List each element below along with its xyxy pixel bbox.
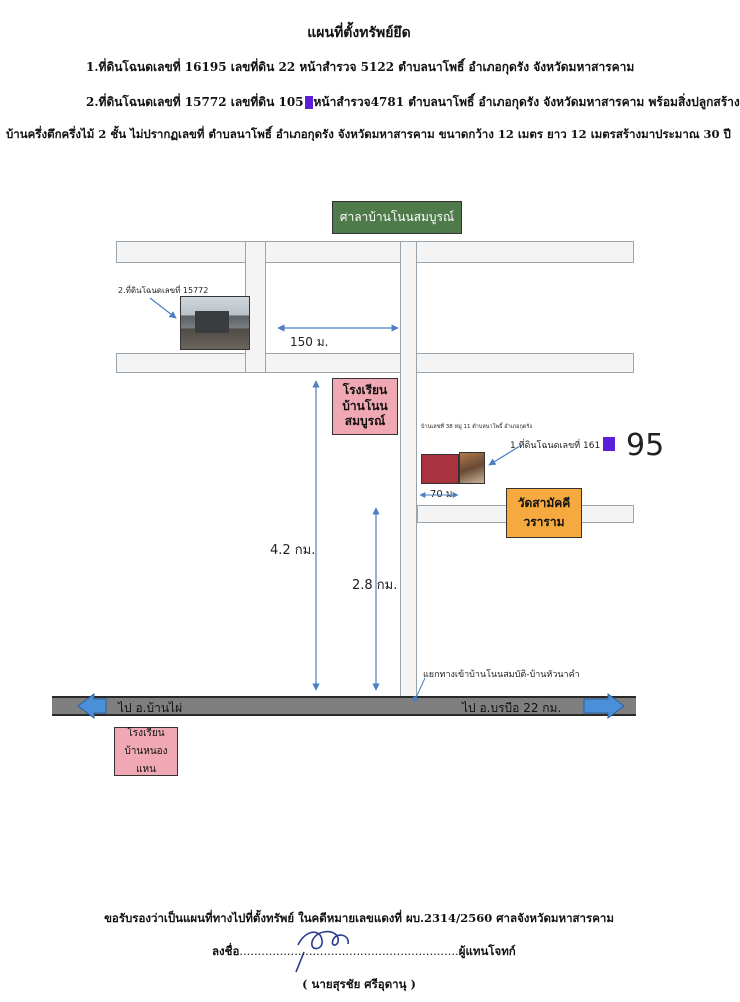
- redaction-mark: [304, 96, 313, 109]
- header-line-1: 1.ที่ดินโฉนดเลขที่ 16195 เลขที่ดิน 22 หน…: [86, 60, 635, 74]
- highway: [52, 696, 636, 716]
- redaction-mark: [603, 437, 615, 451]
- parcel1-label: 1.ที่ดินโฉนดเลขที่ 161: [510, 441, 601, 451]
- school-label: โรงเรียน บ้านโนน สมบูรณ์: [342, 383, 388, 429]
- school2-building: โรงเรียน บ้านหนองแหน: [114, 727, 178, 776]
- school2-label: โรงเรียน บ้านหนองแหน: [124, 727, 168, 775]
- distance-4-2km: 4.2 กม.: [270, 543, 316, 558]
- header-line-2-part-b: หน้าสำรวจ4781 ตำบลนาโพธิ์ อำเภอกุดรัง จั…: [313, 95, 740, 109]
- house-photo: [459, 452, 485, 484]
- parcel2-photo: [180, 296, 250, 350]
- header-line-2-part-a: 2.ที่ดินโฉนดเลขที่ 15772 เลขที่ดิน 105: [86, 95, 304, 109]
- page-title: แผนที่ตั้งทรัพย์ยึด: [307, 25, 411, 41]
- school-building: โรงเรียน บ้านโนน สมบูรณ์: [332, 378, 398, 435]
- signer-name: ( นายสุรชัย ศรีอุดานุ ): [302, 977, 416, 991]
- sign-suffix: ผู้แทนโจทก์: [458, 944, 516, 958]
- parcel1-pointer: [488, 445, 521, 466]
- sign-prefix: ลงชื่อ: [212, 944, 240, 958]
- hall-building: ศาลาบ้านโนนสมบูรณ์: [332, 201, 462, 234]
- header-line-3: บ้านครึ่งตึกครึ่งไม้ 2 ชั้น ไม่ปรากฏเลขท…: [6, 127, 731, 141]
- house-lot-block: [421, 454, 459, 484]
- junction-label: แยกทางเข้าบ้านโนนสมบัติ-บ้านหัวนาคำ: [423, 670, 580, 680]
- junction-pointer: [413, 677, 426, 703]
- signature-line: ลงชื่อ..................................…: [212, 943, 516, 961]
- sign-dots: ........................................…: [239, 944, 459, 958]
- parcel2-pointer: [149, 297, 177, 319]
- handwritten-note: 95: [626, 428, 665, 463]
- distance-150m: 150 ม.: [290, 335, 329, 349]
- highway-label-left: ไป อ.บ้านไผ่: [118, 701, 183, 715]
- hall-label: ศาลาบ้านโนนสมบูรณ์: [339, 210, 455, 224]
- temple-label: วัดสามัคคี วราราม: [517, 495, 571, 529]
- arrow-left-icon: [77, 693, 107, 719]
- signature-icon: [295, 930, 349, 973]
- arrow-right-icon: [583, 693, 625, 719]
- house-shape: [195, 311, 229, 333]
- temple-building: วัดสามัคคี วราราม: [506, 488, 582, 538]
- certification-text: ขอรับรองว่าเป็นแผนที่ทางไปที่ตั้งทรัพย์ …: [104, 911, 614, 925]
- map-annotations: [77, 297, 625, 973]
- parcel2-label: 2.ที่ดินโฉนดเลขที่ 15772: [118, 286, 209, 295]
- header-line-2: 2.ที่ดินโฉนดเลขที่ 15772 เลขที่ดิน 105 หน…: [86, 93, 740, 112]
- highway-label-right: ไป อ.บรบือ 22 กม.: [462, 701, 562, 715]
- house-address: บ้านเลขที่ 38 หมู่ 11 ตำบลนาโพธิ์ อำเภอก…: [421, 424, 533, 430]
